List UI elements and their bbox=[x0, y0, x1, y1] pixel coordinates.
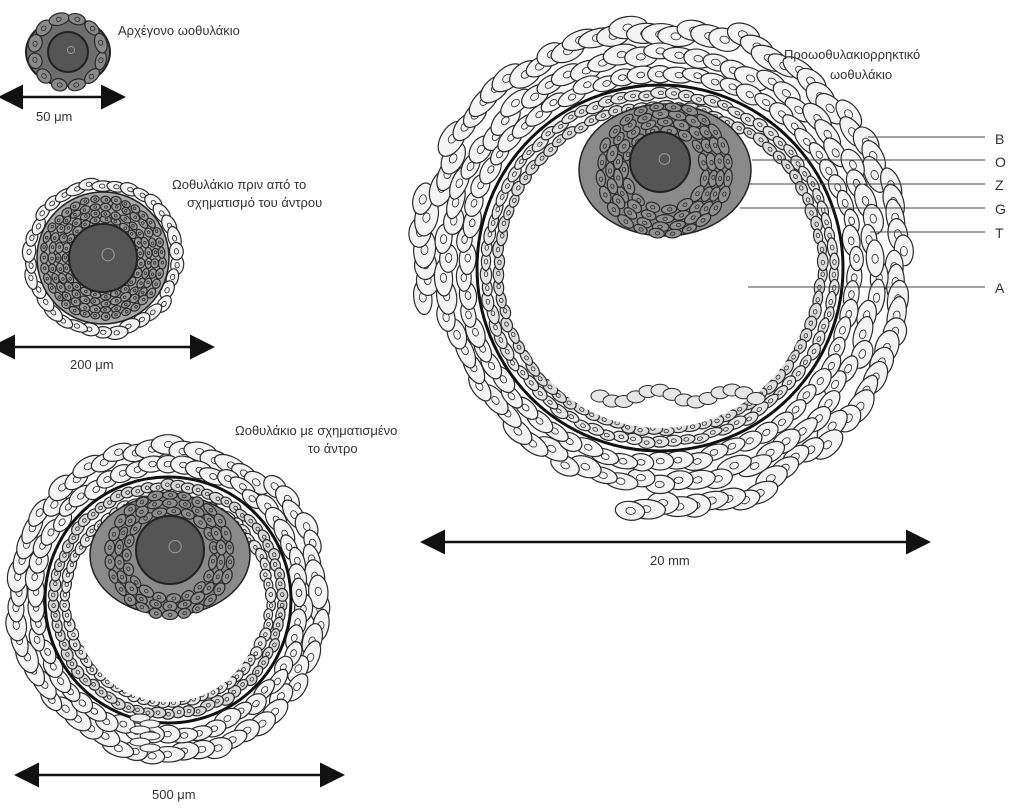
part-label-a: A bbox=[995, 280, 1004, 296]
granulosa-cell bbox=[48, 252, 55, 263]
preantral-follicle bbox=[21, 177, 184, 341]
preovulatory-follicle bbox=[407, 14, 914, 522]
granulosa-cell bbox=[100, 293, 110, 300]
cumulus-cell bbox=[163, 491, 177, 499]
theca-interna-cell bbox=[849, 246, 864, 271]
granulosa-cell bbox=[158, 257, 167, 269]
part-label-g: G bbox=[995, 201, 1006, 217]
granulosa-cell bbox=[90, 195, 99, 203]
granulosa-cell bbox=[265, 587, 276, 602]
granulosa-cell bbox=[150, 258, 159, 268]
granulosa-cell bbox=[100, 306, 110, 313]
granulosa-cell bbox=[158, 247, 165, 259]
primordial-scale-label: 50 μm bbox=[36, 108, 72, 125]
oocyte bbox=[69, 224, 137, 292]
cumulus-cell bbox=[606, 163, 615, 178]
cumulus-cell bbox=[162, 610, 177, 620]
granulosa-cell bbox=[101, 196, 111, 203]
granulosa-cell bbox=[62, 254, 68, 263]
part-label-b: B bbox=[995, 131, 1004, 147]
preantral-scale-label: 200 μm bbox=[70, 356, 114, 373]
antral-follicle bbox=[4, 435, 332, 766]
granulosa-cell bbox=[277, 588, 288, 601]
part-label-o: O bbox=[995, 154, 1006, 170]
preantral-follicle-label-line2: σχηματισμό του άντρου bbox=[187, 194, 322, 211]
primordial-follicle-label: Αρχέγονο ωοθυλάκιο bbox=[118, 22, 240, 39]
theca-cell bbox=[169, 242, 184, 261]
oocyte bbox=[630, 132, 690, 192]
oocyte bbox=[48, 32, 88, 72]
part-label-t: T bbox=[995, 225, 1004, 241]
preantral-follicle-label-line1: Ωοθυλάκιο πριν από το bbox=[172, 176, 306, 193]
cumulus-cell bbox=[163, 499, 177, 508]
preovulatory-follicle-label-line1: Προωοθυλακιορρηκτικό bbox=[784, 46, 920, 63]
antral-scale-label: 500 μm bbox=[152, 786, 196, 803]
granulosa-cell bbox=[100, 203, 111, 211]
oocyte bbox=[136, 516, 204, 584]
antral-follicle-label-line1: Ωοθυλάκιο με σχηματισμένο bbox=[235, 422, 397, 439]
granulosa-cell bbox=[101, 211, 111, 218]
part-label-z: Z bbox=[995, 177, 1004, 193]
antral-follicle-label-line2: το άντρο bbox=[308, 440, 358, 457]
primordial-follicle bbox=[26, 11, 110, 93]
granulosa-cell bbox=[101, 313, 110, 321]
granulosa-cell bbox=[817, 252, 828, 270]
theca-externa-cell bbox=[865, 240, 884, 278]
granulosa-cell bbox=[40, 252, 48, 263]
granulosa-cell bbox=[830, 253, 840, 270]
preovulatory-follicle-label-line2: ωοθυλάκιο bbox=[830, 66, 892, 83]
preovulatory-scale-label: 20 mm bbox=[650, 552, 690, 569]
